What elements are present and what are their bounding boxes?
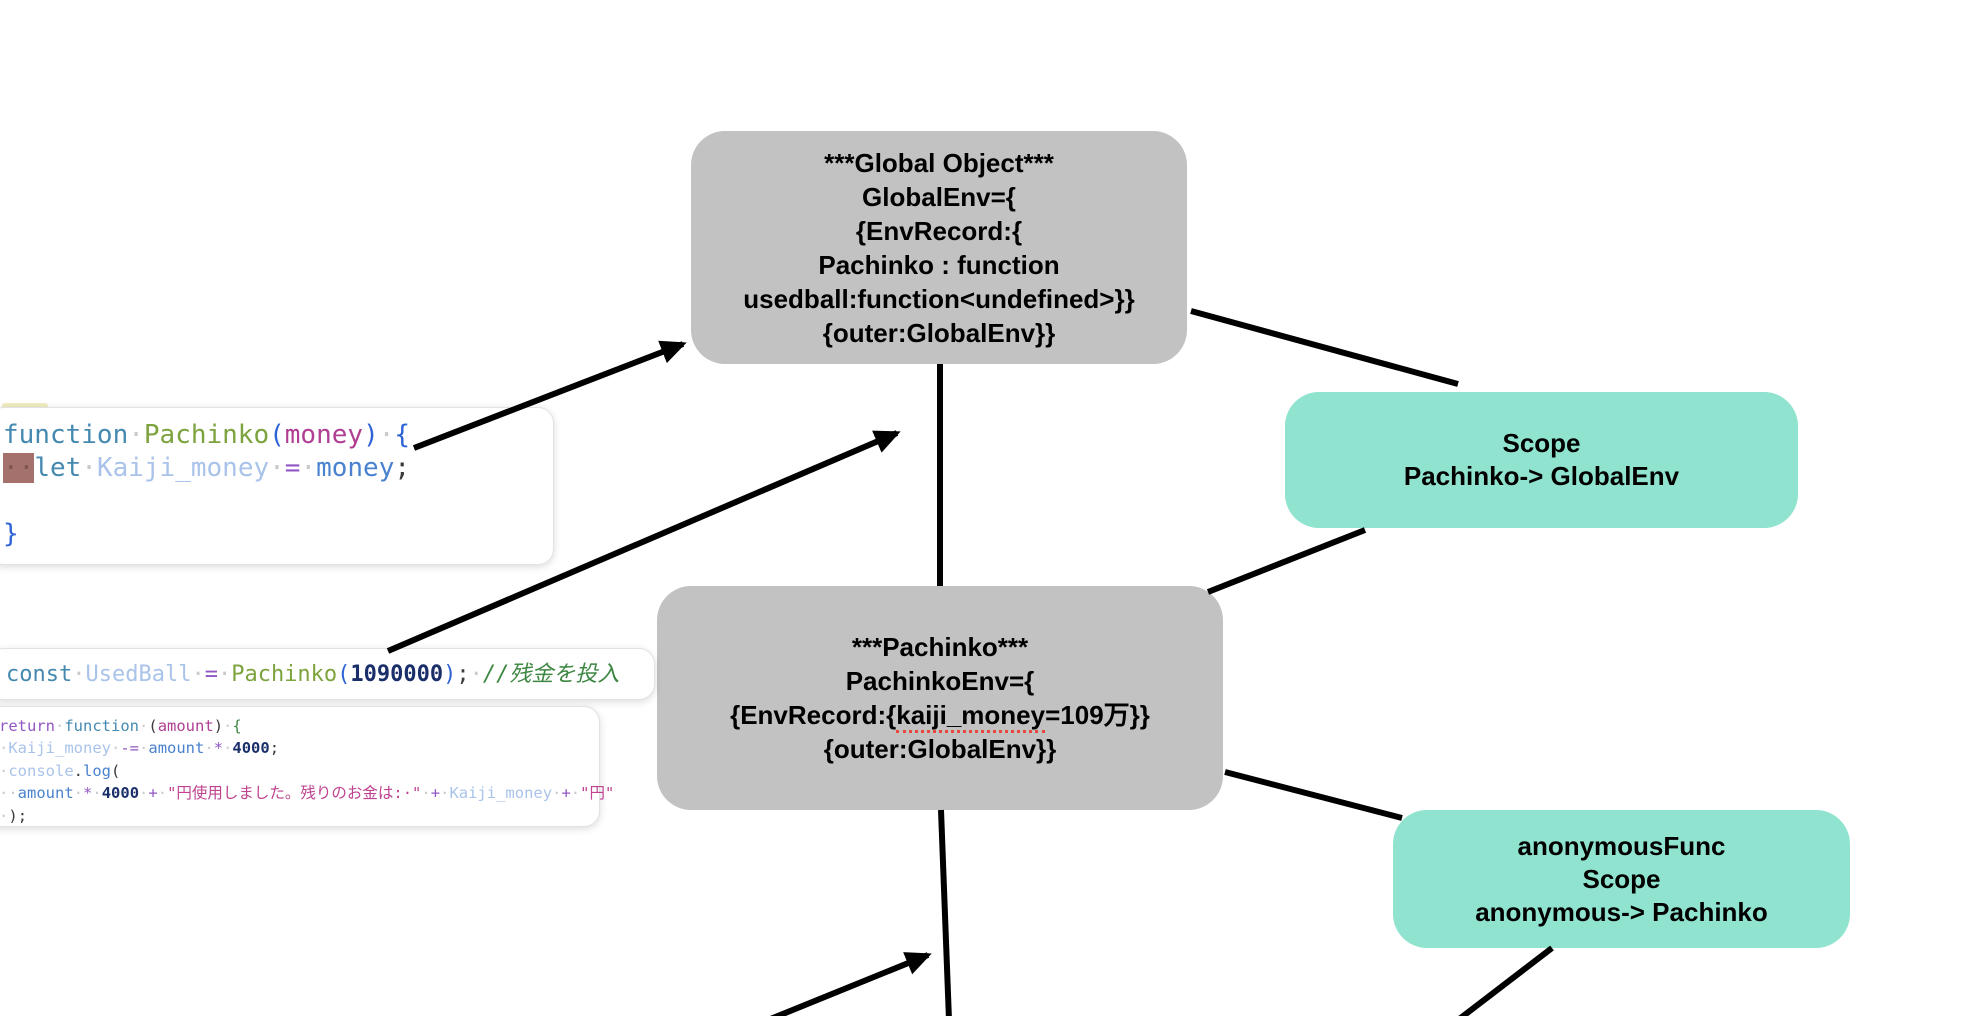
node-text-line: {EnvRecord:{kaiji_money=109万}} xyxy=(730,698,1150,733)
pachinko-scope-node: Scope Pachinko-> GlobalEnv xyxy=(1285,392,1798,528)
node-text-line: Scope xyxy=(1502,428,1581,458)
line-pachinko-to-anonymous-scope xyxy=(1224,769,1403,821)
node-text-line: {EnvRecord:{ xyxy=(855,215,1023,246)
code-line: } xyxy=(3,519,19,549)
line-scope-to-pachinko xyxy=(1206,527,1367,595)
function-definition-code: function·Pachinko(money)·{··let·Kaiji_mo… xyxy=(0,407,554,565)
env-record-suffix: =109万}} xyxy=(1045,700,1150,730)
node-text-line: GlobalEnv={ xyxy=(862,181,1016,212)
node-text-line: ***Global Object*** xyxy=(824,147,1054,178)
code-line: ·); xyxy=(0,806,28,825)
function-call-code: const·UsedBall·=·Pachinko(1090000);·//残金… xyxy=(0,648,655,700)
code-line: ·console.log( xyxy=(0,761,121,780)
line-anonymous-scope-down xyxy=(1458,945,1554,1016)
node-text-line: {outer:GlobalEnv}} xyxy=(823,734,1057,764)
node-text-line: anonymousFunc xyxy=(1517,830,1726,861)
env-record-prefix: {EnvRecord:{ xyxy=(730,700,897,730)
global-object-node: ***Global Object*** GlobalEnv={ {EnvReco… xyxy=(691,131,1187,364)
arrow-up-to-pachinko xyxy=(769,952,932,1016)
node-text-line: ***Pachinko*** xyxy=(851,632,1029,662)
node-text-line: anonymous-> Pachinko xyxy=(1475,896,1768,927)
anonymous-scope-node: anonymousFunc Scope anonymous-> Pachinko xyxy=(1393,810,1850,948)
code-line: ··let·Kaiji_money·=·money; xyxy=(3,453,411,483)
returned-function-code: return·function·(amount)·{ ·Kaiji_money·-… xyxy=(0,706,615,827)
line-global-to-scope xyxy=(1190,308,1459,387)
node-text-line: usedball:function<undefined>}} xyxy=(743,283,1135,314)
code-line xyxy=(3,485,553,518)
code-line: function·Pachinko(money)·{ xyxy=(3,420,411,450)
node-text-line: PachinkoEnv={ xyxy=(845,666,1035,696)
node-text-line: Scope xyxy=(1582,863,1661,894)
code-line: const·UsedBall·=·Pachinko(1090000);·//残金… xyxy=(6,662,620,687)
code-line: return·function·(amount)·{ xyxy=(0,717,242,735)
misspelling-underline: kaiji_money xyxy=(896,700,1046,733)
node-text-line: Pachinko-> GlobalEnv xyxy=(1403,461,1680,491)
code-line: ··amount·*·4000·+·"円使用しました。残りのお金は:·"·+·K… xyxy=(0,784,615,803)
pachinko-env-node: ***Pachinko*** PachinkoEnv={ {EnvRecord:… xyxy=(657,586,1223,810)
node-text-line: {outer:GlobalEnv}} xyxy=(822,317,1056,348)
node-text-line: Pachinko : function xyxy=(818,249,1060,280)
code-line: ·Kaiji_money·-=·amount·*·4000; xyxy=(0,739,280,758)
line-pachinko-down xyxy=(938,809,952,1016)
